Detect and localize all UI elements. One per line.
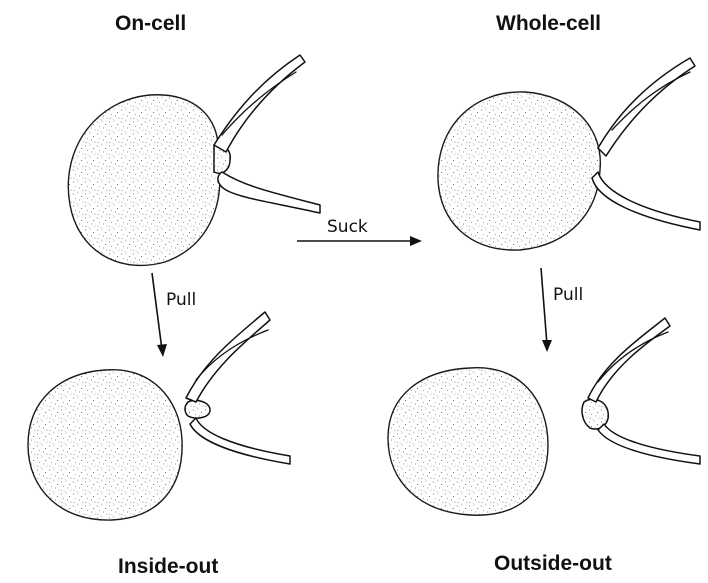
- on-cell-pipette-upper-wall: [214, 55, 305, 152]
- outside-out-configuration: [388, 318, 700, 515]
- whole-cell-cell: [438, 92, 600, 250]
- on-cell-configuration: [68, 55, 320, 265]
- inside-out-vesicle: [28, 370, 182, 520]
- inside-out-pipette-upper-wall: [186, 312, 270, 402]
- whole-cell-pipette-lower-wall: [592, 172, 700, 230]
- inside-out-configuration: [28, 312, 290, 520]
- inside-out-pipette-lower-wall: [190, 418, 290, 464]
- pull-label-right: Pull: [553, 285, 583, 305]
- on-cell-cell: [68, 95, 219, 266]
- pull-label-left: Pull: [166, 290, 196, 310]
- outside-out-pipette-lower-wall: [598, 424, 700, 464]
- pull-arrow-left: [152, 273, 167, 357]
- suck-arrow: [297, 236, 422, 246]
- on-cell-pipette-lower-wall: [218, 172, 320, 213]
- whole-cell-configuration: [438, 58, 700, 250]
- whole-cell-pipette-upper-wall: [598, 58, 695, 156]
- suck-label: Suck: [327, 217, 368, 237]
- pull-arrow-right: [541, 268, 552, 352]
- inside-out-membrane-patch: [185, 400, 210, 418]
- title-inside-out: Inside-out: [118, 555, 218, 578]
- title-outside-out: Outside-out: [494, 552, 612, 575]
- outside-out-cell: [388, 368, 548, 516]
- title-on-cell: On-cell: [115, 12, 186, 35]
- title-whole-cell: Whole-cell: [496, 12, 601, 35]
- outside-out-pipette-upper-wall: [588, 318, 670, 402]
